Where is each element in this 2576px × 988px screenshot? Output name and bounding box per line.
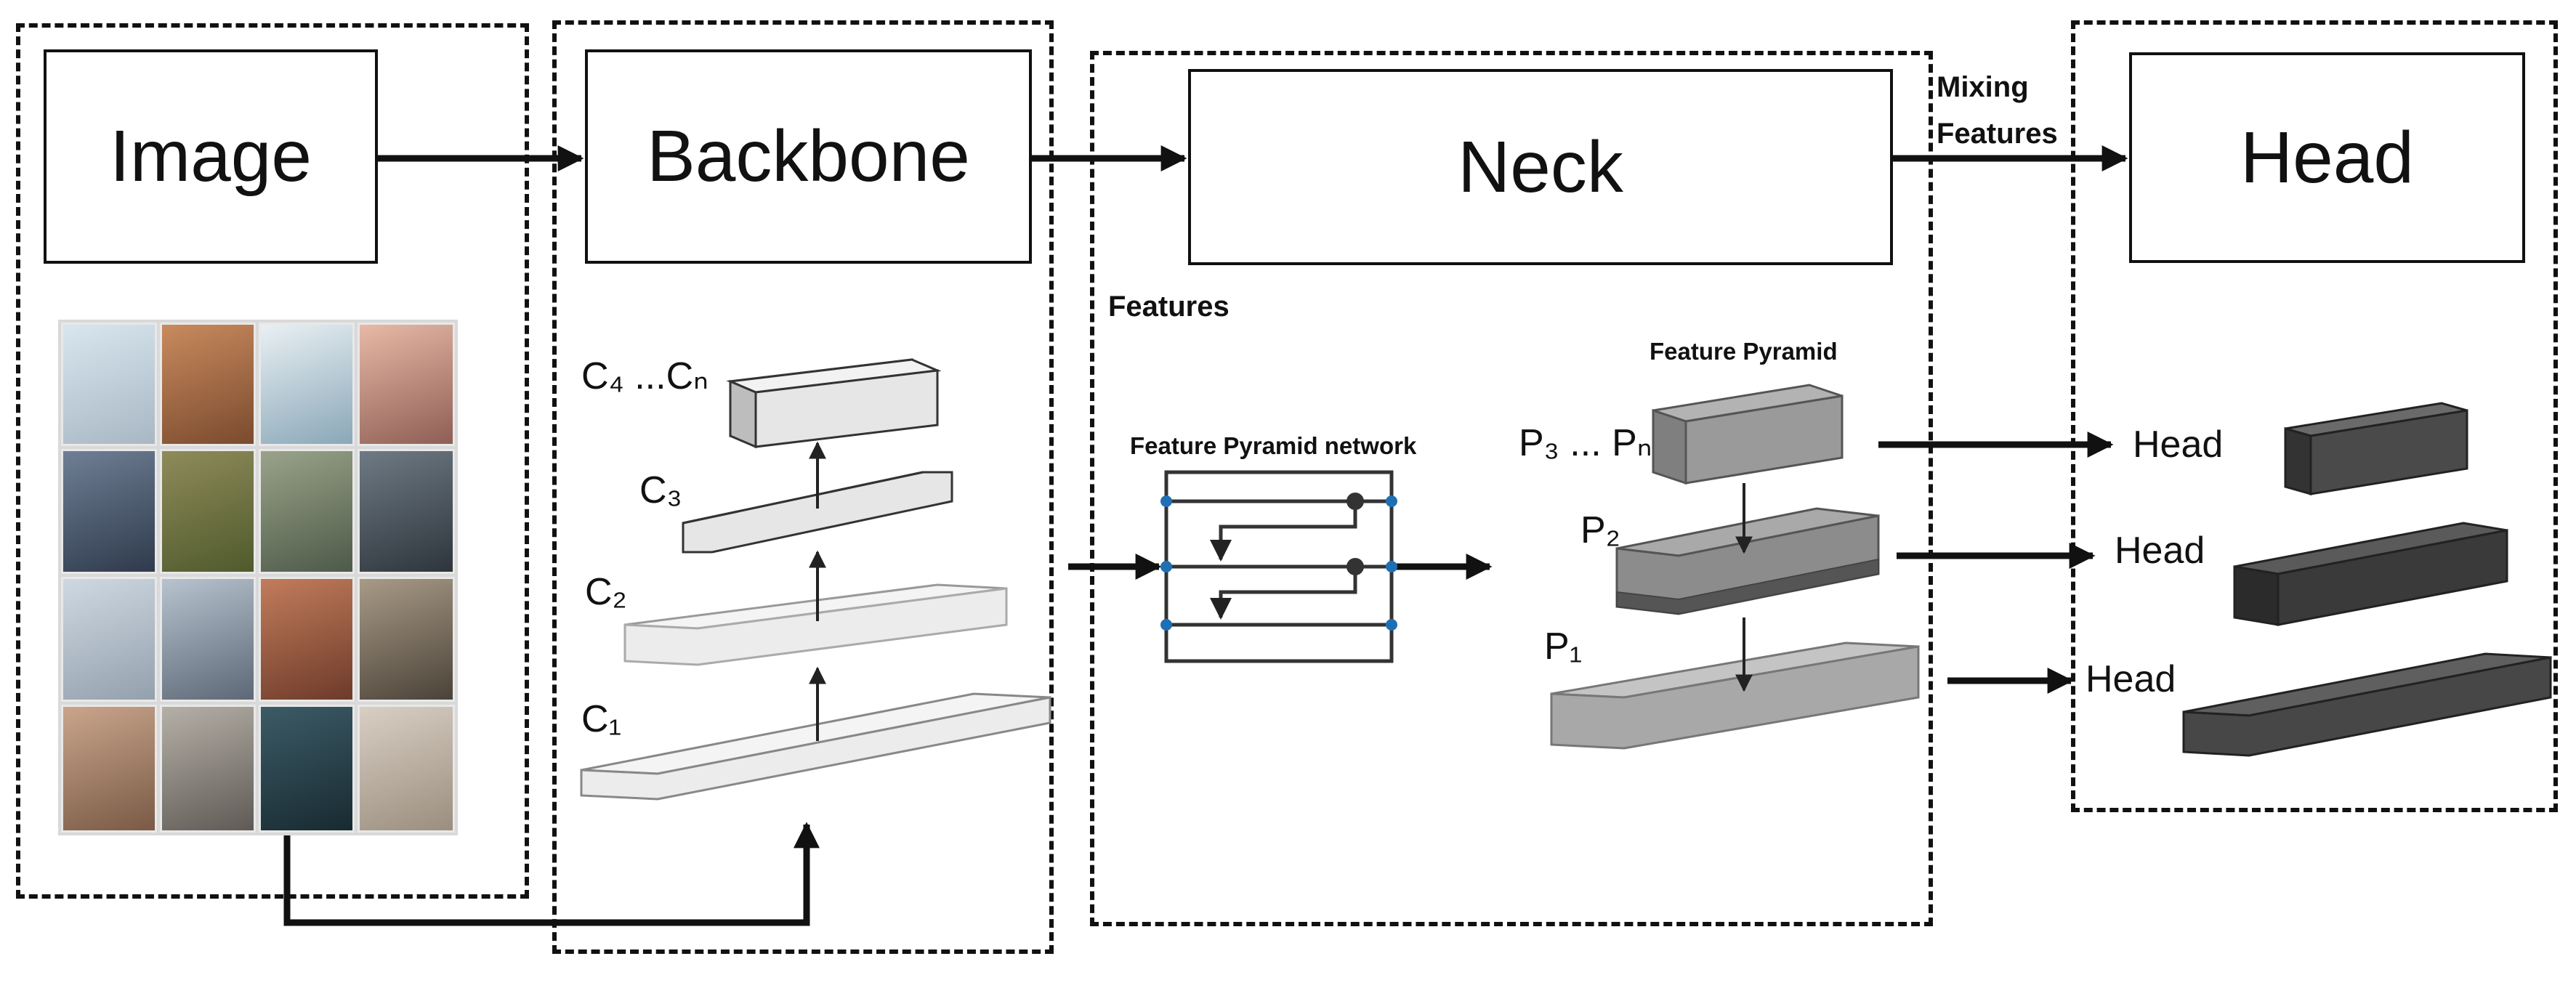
- image-block-label: Image: [110, 116, 312, 197]
- head-block-label: Head: [2240, 116, 2415, 198]
- backbone-layer-c4n: [726, 358, 942, 449]
- image-block: Image: [44, 49, 378, 264]
- backbone-block-label: Backbone: [647, 116, 970, 197]
- neck-block: Neck: [1188, 69, 1893, 265]
- thumbnail: [160, 705, 256, 833]
- backbone-layer-c1: [580, 692, 1051, 801]
- backbone-block: Backbone: [585, 49, 1032, 264]
- thumbnail: [358, 577, 455, 702]
- feature-pyramid-label: Feature Pyramid: [1650, 338, 1838, 365]
- fpn-label: Feature Pyramid network: [1130, 432, 1417, 459]
- head-region: [2071, 20, 2558, 812]
- image-thumbnail-grid: [58, 320, 458, 835]
- head-output-block-2: [2233, 522, 2508, 626]
- features-label: Features: [1108, 291, 1230, 323]
- thumbnail: [61, 577, 157, 702]
- backbone-region: [552, 20, 1054, 954]
- mixing-features-label-line1: Mixing: [1937, 71, 2029, 103]
- thumbnail: [160, 449, 256, 574]
- thumbnail: [358, 705, 455, 833]
- head-output-block-3: [2182, 652, 2552, 757]
- thumbnail: [259, 577, 355, 702]
- c3-label: C₃: [639, 469, 682, 511]
- p3n-label: P₃ ... Pₙ: [1519, 422, 1652, 464]
- pyramid-layer-p1: [1550, 641, 1920, 750]
- thumbnail: [259, 449, 355, 574]
- p2-label: P₂: [1580, 509, 1620, 551]
- neck-block-label: Neck: [1458, 126, 1623, 208]
- head-block: Head: [2129, 52, 2525, 263]
- c4n-label: C₄ ...Cₙ: [581, 355, 708, 397]
- image-region: [16, 23, 529, 899]
- thumbnail: [358, 449, 455, 574]
- thumbnail: [61, 449, 157, 574]
- thumbnail: [358, 323, 455, 446]
- fpn-schematic: [1160, 470, 1397, 663]
- arrow-image-to-c1: [283, 822, 820, 926]
- p1-label: P₁: [1544, 625, 1583, 668]
- c1-label: C₁: [581, 698, 622, 740]
- backbone-layer-c2: [623, 583, 1008, 666]
- head-output-block-1: [2284, 402, 2468, 495]
- thumbnail: [61, 323, 157, 446]
- head-output-label-3: Head: [2086, 658, 2176, 700]
- thumbnail: [259, 323, 355, 446]
- mixing-features-label-line2: Features: [1937, 118, 2058, 150]
- neck-region: [1090, 51, 1933, 926]
- thumbnail: [259, 705, 355, 833]
- thumbnail: [160, 577, 256, 702]
- thumbnail: [160, 323, 256, 446]
- thumbnail: [61, 705, 157, 833]
- pyramid-layer-p3n: [1652, 384, 1844, 485]
- head-output-label-2: Head: [2115, 530, 2205, 572]
- head-output-label-1: Head: [2133, 424, 2224, 466]
- c2-label: C₂: [585, 571, 627, 613]
- pyramid-layer-p2: [1615, 507, 1880, 615]
